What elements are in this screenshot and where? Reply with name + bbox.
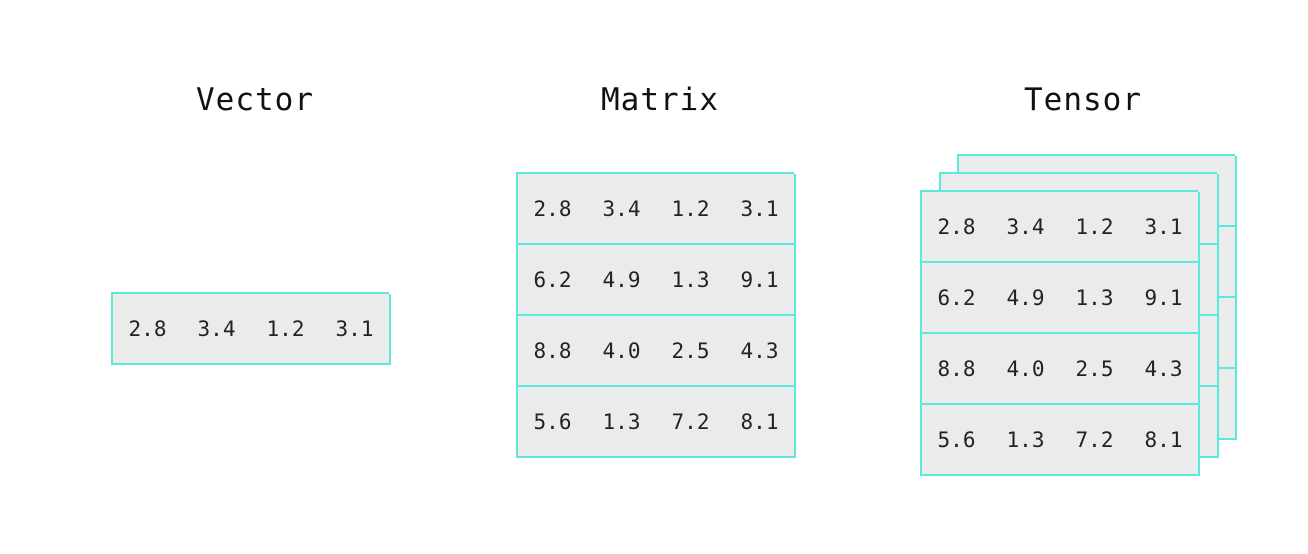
matrix-cell: 4.3: [725, 316, 796, 387]
matrix-cell: 1.2: [656, 174, 727, 245]
matrix-cell: 4.9: [587, 245, 658, 316]
matrix-cell: 2.5: [656, 316, 727, 387]
tensor-cell: 8.8: [922, 334, 993, 405]
tensor-cell: 1.2: [1060, 192, 1131, 263]
matrix-cell: 3.4: [587, 174, 658, 245]
matrix-cell: 9.1: [725, 245, 796, 316]
tensor-cell: 4.0: [991, 334, 1062, 405]
tensor-cell: 2.5: [1060, 334, 1131, 405]
tensor-cell: 9.1: [1129, 263, 1200, 334]
tensor-cell: 7.2: [1060, 405, 1131, 476]
tensor-cell: 8.1: [1129, 405, 1200, 476]
vector-title: Vector: [196, 82, 314, 118]
tensor-cell: 1.3: [991, 405, 1062, 476]
tensor-cell: 3.4: [991, 192, 1062, 263]
tensor-cell: 5.6: [922, 405, 993, 476]
matrix-cell: 3.1: [725, 174, 796, 245]
vector-cell: 2.8: [113, 294, 184, 365]
matrix-cell: 7.2: [656, 387, 727, 458]
tensor-cell: 2.8: [922, 192, 993, 263]
tensor-cell: 3.1: [1129, 192, 1200, 263]
tensor-title: Tensor: [1024, 82, 1142, 118]
vector-cell: 3.4: [182, 294, 253, 365]
matrix-title: Matrix: [601, 82, 719, 118]
matrix-cell: 8.1: [725, 387, 796, 458]
matrix-cell: 8.8: [518, 316, 589, 387]
tensor-cell: 1.3: [1060, 263, 1131, 334]
matrix-cell: 4.0: [587, 316, 658, 387]
tensor-cell: 4.9: [991, 263, 1062, 334]
vector-cell: 3.1: [320, 294, 391, 365]
matrix-cell: 1.3: [656, 245, 727, 316]
matrix-cell: 1.3: [587, 387, 658, 458]
matrix-cell: 2.8: [518, 174, 589, 245]
tensor-cell: 4.3: [1129, 334, 1200, 405]
vector-cell: 1.2: [251, 294, 322, 365]
matrix-cell: 6.2: [518, 245, 589, 316]
matrix-cell: 5.6: [518, 387, 589, 458]
tensor-cell: 6.2: [922, 263, 993, 334]
